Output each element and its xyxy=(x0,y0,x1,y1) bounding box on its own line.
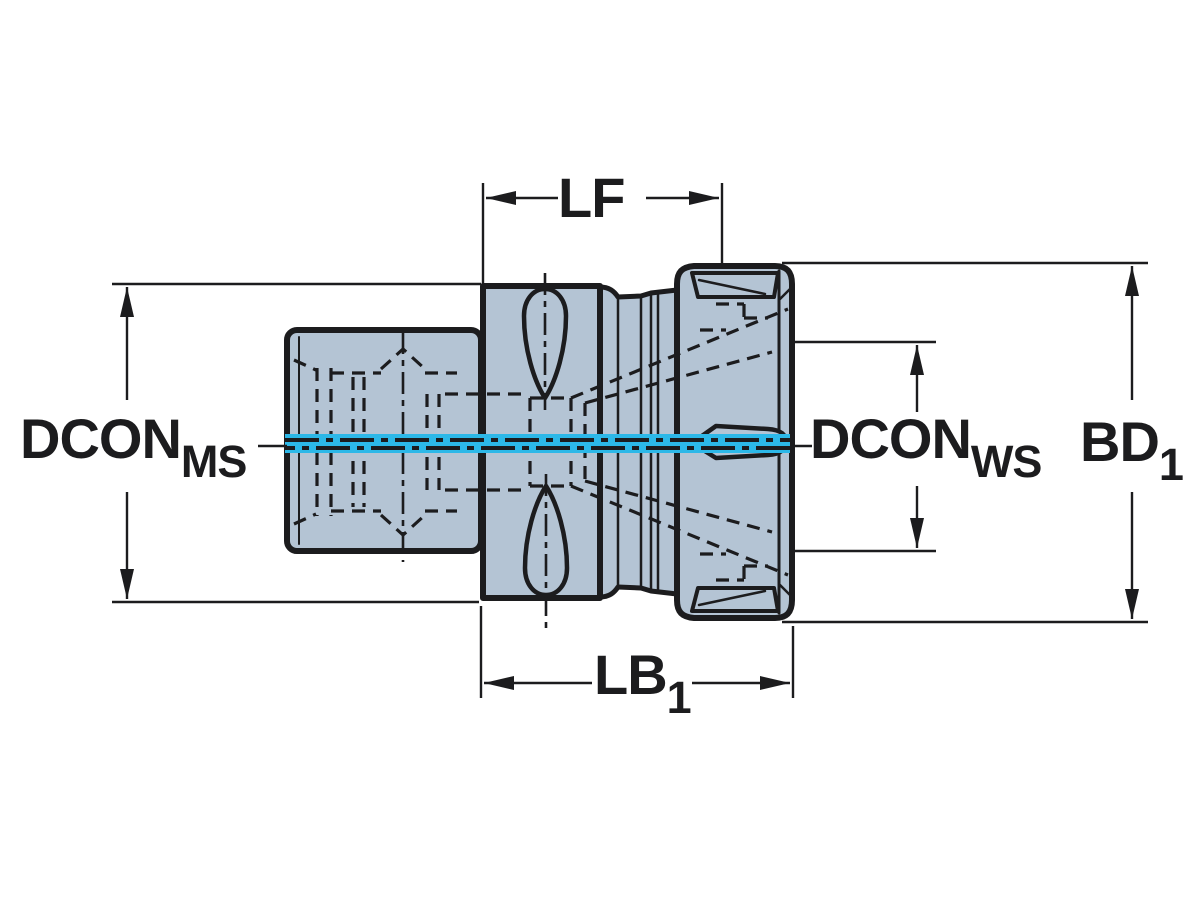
dimension-label-dcon-ms: DCONMS xyxy=(20,411,247,485)
dimension-lf xyxy=(481,183,724,284)
dimension-label-dcon-ms-text: DCON xyxy=(20,407,182,470)
dimension-label-dcon-ms-subscript: MS xyxy=(180,436,247,487)
dimension-label-bd1-text: BD xyxy=(1080,410,1160,473)
dimension-label-dcon-ws: DCONWS xyxy=(810,411,1042,485)
dimension-label-lb1-text: LB xyxy=(594,643,668,706)
dimension-dcon-ws xyxy=(792,340,936,553)
dimension-label-bd1: BD1 xyxy=(1080,414,1184,488)
centerline-horizontal xyxy=(285,434,790,453)
dimension-dcon-ms xyxy=(112,282,481,604)
dimension-label-lb1: LB1 xyxy=(594,647,692,721)
dimension-label-dcon-ws-subscript: WS xyxy=(970,436,1042,487)
dimension-label-lf: LF xyxy=(558,170,625,226)
dimension-label-lf-text: LF xyxy=(558,166,625,229)
dimension-label-lb1-subscript: 1 xyxy=(666,672,692,723)
dimension-label-dcon-ws-text: DCON xyxy=(810,407,972,470)
dimension-label-bd1-subscript: 1 xyxy=(1158,439,1184,490)
dimension-lb1 xyxy=(479,606,795,698)
dimension-bd1 xyxy=(782,261,1148,624)
slot-centerlines xyxy=(401,273,548,631)
